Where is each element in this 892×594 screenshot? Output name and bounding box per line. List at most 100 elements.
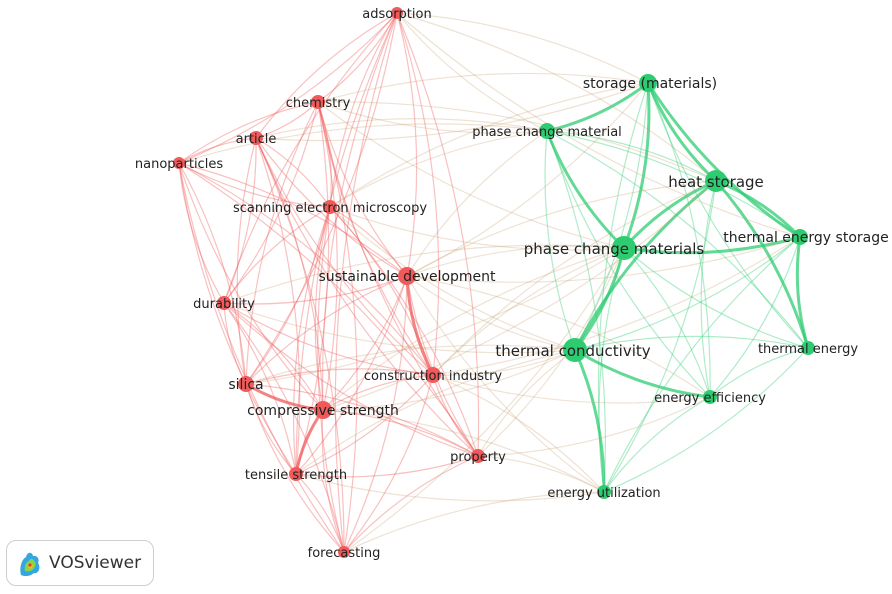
network-link bbox=[546, 130, 717, 182]
network-link bbox=[546, 130, 711, 398]
node-sustainable[interactable] bbox=[398, 267, 416, 285]
network-link bbox=[603, 180, 717, 493]
node-construction[interactable] bbox=[425, 367, 441, 383]
node-heat[interactable] bbox=[705, 170, 727, 192]
network-link bbox=[396, 12, 649, 84]
node-label-adsorption: adsorption bbox=[362, 7, 431, 22]
node-sem[interactable] bbox=[323, 200, 337, 214]
network-link bbox=[647, 82, 809, 349]
network-link bbox=[406, 245, 625, 277]
node-label-heat: heat storage bbox=[668, 173, 764, 191]
network-link bbox=[406, 275, 711, 398]
network-link bbox=[295, 12, 398, 475]
network-link bbox=[295, 473, 605, 502]
network-link bbox=[406, 130, 548, 277]
network-link bbox=[178, 162, 408, 277]
network-link bbox=[406, 236, 801, 283]
network-link bbox=[223, 12, 398, 304]
network-link bbox=[322, 409, 605, 493]
node-property[interactable] bbox=[471, 449, 485, 463]
network-link bbox=[329, 130, 548, 208]
network-link bbox=[255, 117, 548, 139]
network-link bbox=[623, 247, 711, 398]
node-label-silica: silica bbox=[228, 377, 263, 393]
node-label-conductivity: thermal conductivity bbox=[495, 342, 650, 360]
network-link bbox=[223, 302, 434, 376]
network-link bbox=[709, 236, 801, 398]
network-link bbox=[322, 275, 408, 411]
network-link bbox=[255, 137, 301, 475]
network-link bbox=[245, 383, 345, 553]
network-link bbox=[546, 130, 606, 493]
network-link bbox=[432, 236, 801, 376]
network-link bbox=[295, 455, 479, 478]
node-pcmat[interactable] bbox=[539, 123, 555, 139]
network-link bbox=[574, 82, 649, 351]
network-link bbox=[329, 82, 649, 208]
node-tes[interactable] bbox=[792, 229, 808, 245]
network-link bbox=[317, 101, 358, 553]
node-silica[interactable] bbox=[238, 376, 254, 392]
node-durability[interactable] bbox=[217, 296, 231, 310]
network-link bbox=[255, 82, 649, 142]
node-nanoparticles[interactable] bbox=[173, 157, 185, 169]
network-link bbox=[603, 236, 801, 493]
network-link bbox=[477, 455, 605, 493]
node-storage[interactable] bbox=[639, 74, 657, 92]
network-link bbox=[343, 455, 479, 553]
node-label-storage: storage (materials) bbox=[583, 76, 717, 92]
node-conductivity[interactable] bbox=[563, 338, 587, 362]
network-link bbox=[178, 162, 479, 457]
network-link bbox=[255, 137, 345, 553]
network-link bbox=[396, 12, 717, 182]
network-link bbox=[709, 347, 809, 398]
network-link bbox=[178, 123, 548, 164]
network-link bbox=[396, 12, 801, 238]
node-tensile[interactable] bbox=[289, 467, 303, 481]
network-link bbox=[603, 396, 711, 493]
network-link bbox=[317, 101, 434, 376]
network-links bbox=[178, 12, 810, 553]
node-label-tes: thermal energy storage bbox=[723, 230, 888, 246]
network-link bbox=[245, 101, 319, 385]
network-link bbox=[178, 162, 247, 385]
network-link bbox=[321, 409, 345, 553]
network-link bbox=[314, 206, 331, 411]
node-adsorption[interactable] bbox=[391, 7, 403, 19]
node-thermalenergy[interactable] bbox=[801, 341, 815, 355]
network-link bbox=[317, 101, 717, 182]
network-link bbox=[477, 396, 711, 457]
network-link bbox=[178, 162, 324, 411]
node-forecasting[interactable] bbox=[338, 546, 350, 558]
network-link bbox=[322, 349, 576, 411]
node-pcms[interactable] bbox=[612, 236, 636, 260]
node-article[interactable] bbox=[249, 131, 263, 145]
node-label-pcms: phase change materials bbox=[524, 240, 705, 258]
network-link bbox=[329, 12, 398, 208]
vosviewer-logo: VOSviewer bbox=[6, 540, 154, 586]
network-link bbox=[245, 368, 434, 385]
node-utilization[interactable] bbox=[597, 485, 611, 499]
network-link bbox=[334, 12, 398, 553]
node-efficiency[interactable] bbox=[703, 390, 717, 404]
network-link bbox=[322, 12, 398, 411]
network-link bbox=[795, 236, 810, 349]
network-link bbox=[317, 101, 338, 411]
network-link bbox=[317, 12, 398, 103]
node-label-tensile: tensile strength bbox=[245, 468, 347, 483]
node-chemistry[interactable] bbox=[311, 95, 325, 109]
node-label-thermalenergy: thermal energy bbox=[758, 342, 858, 357]
network-link bbox=[432, 374, 711, 404]
node-label-durability: durability bbox=[193, 297, 255, 312]
network-link bbox=[178, 137, 257, 164]
network-link bbox=[574, 236, 801, 351]
network-link bbox=[295, 374, 434, 475]
network-link bbox=[329, 206, 479, 457]
network-link bbox=[255, 137, 408, 277]
network-link bbox=[223, 302, 247, 385]
network-link bbox=[546, 81, 649, 133]
network-link bbox=[317, 101, 332, 208]
node-compressive[interactable] bbox=[314, 401, 332, 419]
network-link bbox=[223, 302, 345, 553]
